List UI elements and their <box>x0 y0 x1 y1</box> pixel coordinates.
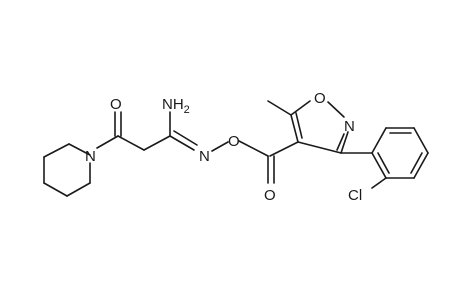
atom-label-isoxazole-nitrogen: N <box>344 118 355 135</box>
atom-label-oxime-nitrogen: N <box>199 148 210 165</box>
atom-label-chlorine: Cl <box>348 187 362 204</box>
atom-label-piperidine-nitrogen: N <box>85 148 96 165</box>
bond <box>68 143 91 156</box>
bond <box>238 140 269 157</box>
isoxazole-ring <box>267 100 349 154</box>
amine-subscript: 2 <box>184 104 190 116</box>
amide-chain <box>96 111 269 157</box>
bond <box>371 177 387 189</box>
bond <box>269 141 299 157</box>
bond <box>371 152 387 179</box>
bond <box>295 112 303 139</box>
bond <box>410 152 423 174</box>
atom-label-oxime-oxygen: O <box>228 133 240 150</box>
atom-label-amine: NH2 <box>162 96 190 116</box>
bond <box>43 143 70 158</box>
atom-label-isoxazole-oxygen: O <box>314 90 326 107</box>
bond <box>336 133 345 151</box>
bond <box>117 135 145 151</box>
bond <box>267 100 292 116</box>
bond <box>340 131 349 154</box>
bond <box>169 135 195 151</box>
atom-label-ester-oxygen: O <box>264 187 276 204</box>
bond <box>143 135 171 151</box>
bond <box>327 101 345 118</box>
atom-label-carbonyl-oxygen: O <box>110 96 122 113</box>
bond <box>173 130 198 146</box>
bond <box>297 141 342 154</box>
bond <box>66 182 91 197</box>
bond <box>290 114 299 143</box>
ester-carbonyl <box>267 141 299 184</box>
bond <box>377 152 390 174</box>
amine-label: NH <box>162 96 184 113</box>
bond <box>290 100 311 116</box>
bond <box>43 182 68 197</box>
bond <box>413 127 429 154</box>
chlorophenyl-ring <box>340 127 429 189</box>
bond <box>211 141 229 152</box>
bond <box>413 152 429 179</box>
bond <box>96 135 119 149</box>
bond <box>371 127 387 154</box>
piperidine-ring <box>43 143 91 197</box>
